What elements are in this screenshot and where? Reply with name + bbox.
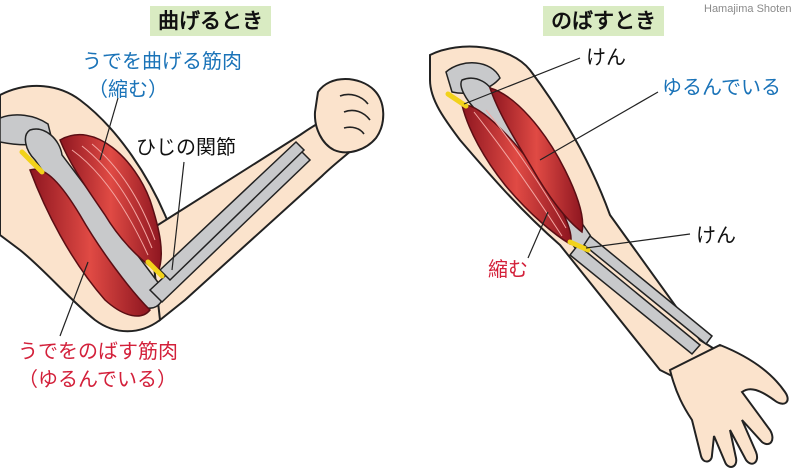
flexor-state-label: （縮む） (88, 77, 168, 101)
extended-tendon-top (445, 91, 469, 109)
extended-tendon-elbow (567, 239, 591, 253)
leader-relaxed (539, 91, 659, 161)
bent-tendon-top (19, 149, 45, 175)
bent-arm-forearm-bone-2 (158, 140, 306, 282)
flexor-muscle-label: うでを曲げる筋肉 (82, 49, 242, 73)
contracted-label: 縮む (488, 257, 528, 281)
elbow-joint-label: ひじの関節 (136, 135, 236, 159)
bent-arm-group (0, 78, 385, 337)
extended-biceps-muscle (488, 86, 584, 234)
tendon-bottom-label: けん (696, 223, 736, 247)
extended-forearm-bone-1 (568, 243, 702, 356)
extend-title: のばすとき (543, 6, 664, 36)
leader-flexor (99, 97, 119, 161)
extended-forearm-bone-2 (582, 234, 714, 346)
publisher-credit: Hamajima Shoten (704, 3, 792, 15)
extended-arm-group (429, 45, 789, 468)
extensor-muscle-label: うでをのばす筋肉 (18, 339, 178, 363)
leader-contracted (527, 211, 549, 259)
bent-triceps-muscle (29, 168, 152, 317)
bent-tendon-elbow (145, 259, 165, 279)
open-hand (668, 343, 789, 468)
leader-tendon-bottom (585, 233, 691, 249)
extensor-state-label: （ゆるんでいる） (18, 367, 177, 391)
leader-joint (171, 161, 185, 271)
bend-title: 曲げるとき (150, 6, 271, 36)
relaxed-label: ゆるんでいる (662, 75, 781, 99)
tendon-top-label: けん (586, 45, 626, 69)
leader-extensor (59, 261, 89, 337)
fist-shape (313, 78, 385, 154)
leader-tendon-top (463, 57, 581, 105)
